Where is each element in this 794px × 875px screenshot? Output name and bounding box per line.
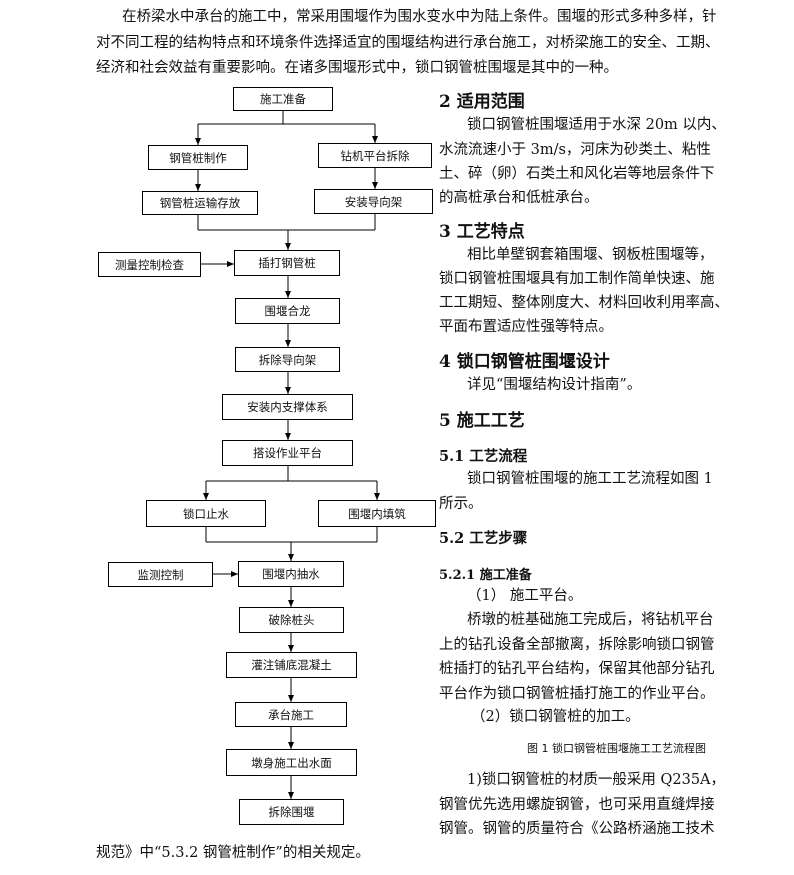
flow-step7-box: 破除桩头 bbox=[239, 607, 344, 633]
s51-line-2: 所示。 bbox=[439, 496, 483, 512]
intro-line-1: 在桥梁水中承台的施工中，常采用围堰作为围水变水中为陆上条件。围堰的形式多种多样，… bbox=[122, 9, 717, 25]
s2-line-4: 的高桩承台和低桩承台。 bbox=[439, 190, 599, 206]
after-line-3: 钢管。钢管的质量符合《公路桥涵施工技术 bbox=[439, 821, 715, 837]
section-5-2-1-title: 5.2.1 施工准备 bbox=[439, 568, 532, 583]
flow-right2-box: 安装导向架 bbox=[314, 189, 433, 214]
s3-line-4: 平面布置适应性强等特点。 bbox=[439, 319, 613, 335]
section-5-1-title: 5.1 工艺流程 bbox=[439, 448, 528, 465]
flow-step5-box: 搭设作业平台 bbox=[222, 440, 353, 466]
flow-left1-box: 钢管桩制作 bbox=[148, 145, 248, 170]
flow-step3-box: 拆除导向架 bbox=[235, 347, 340, 372]
after-line-2: 钢管优先选用螺旋钢管，也可采用直缝焊接 bbox=[439, 797, 715, 813]
flow-step10-box: 墩身施工出水面 bbox=[226, 749, 357, 776]
flow-step1-box: 插打钢管桩 bbox=[234, 250, 340, 276]
section-5-2-title: 5.2 工艺步骤 bbox=[439, 530, 528, 547]
flow-branch-right-box: 围堰内填筑 bbox=[318, 500, 436, 527]
flow-step9-box: 承台施工 bbox=[235, 702, 347, 727]
s521-line-2: 桥墩的桩基础施工完成后，将钻机平台 bbox=[467, 612, 714, 628]
figure-caption: 图 1 锁口钢管桩围堰施工工艺流程图 bbox=[527, 742, 706, 755]
flow-step8-box: 灌注铺底混凝土 bbox=[226, 652, 357, 678]
s521-line-3: 上的钻孔设备全部撤离，拆除影响锁口钢管 bbox=[439, 637, 715, 653]
s521-line-1: （1） 施工平台。 bbox=[467, 588, 583, 604]
after-line-1: 1)锁口钢管桩的材质一般采用 Q235A， bbox=[467, 772, 726, 788]
section-2-title: 2 适用范围 bbox=[439, 92, 525, 112]
flow-measure-box: 测量控制检查 bbox=[98, 252, 201, 277]
s2-line-3: 土、碎（卵）石类土和风化岩等地层条件下 bbox=[439, 166, 715, 182]
intro-line-3: 经济和社会效益有重要影响。在诸多围堰形式中，锁口钢管桩围堰是其中的一种。 bbox=[96, 60, 618, 76]
flow-step2-box: 围堰合龙 bbox=[235, 298, 340, 324]
s521-line-5: 平台作为锁口钢管桩插打施工的作业平台。 bbox=[439, 686, 715, 702]
flow-right1-box: 钻机平台拆除 bbox=[318, 143, 432, 168]
s521-line-6: （2）锁口钢管桩的加工。 bbox=[471, 709, 640, 725]
s2-line-2: 水流流速小于 3m/s，河床为砂类土、粘性 bbox=[439, 142, 711, 158]
flow-branch-left-box: 锁口止水 bbox=[146, 500, 266, 527]
flow-step4-box: 安装内支撑体系 bbox=[222, 394, 353, 420]
flow-start-box: 施工准备 bbox=[233, 87, 333, 111]
section-4-title: 4 锁口钢管桩围堰设计 bbox=[439, 352, 610, 372]
last-line: 规范》中“5.3.2 钢管桩制作”的相关规定。 bbox=[96, 845, 370, 861]
flow-step6-box: 围堰内抽水 bbox=[238, 561, 344, 587]
s51-line-1: 锁口钢管桩围堰的施工工艺流程如图 1 bbox=[467, 471, 713, 487]
intro-line-2: 对不同工程的结构特点和环境条件选择适宜的围堰结构进行承台施工，对桥梁施工的安全、… bbox=[96, 35, 720, 51]
section-5-title: 5 施工工艺 bbox=[439, 411, 525, 431]
s3-line-2: 锁口钢管桩围堰具有加工制作简单快速、施 bbox=[439, 271, 715, 287]
s3-line-1: 相比单壁钢套箱围堰、钢板桩围堰等， bbox=[467, 247, 714, 263]
section-3-title: 3 工艺特点 bbox=[439, 222, 525, 242]
flow-left2-box: 钢管桩运输存放 bbox=[142, 191, 258, 215]
s2-line-1: 锁口钢管桩围堰适用于水深 20m 以内、 bbox=[467, 117, 726, 133]
flow-step11-box: 拆除围堰 bbox=[239, 799, 344, 825]
flow-monitor-box: 监测控制 bbox=[108, 562, 213, 587]
s3-line-3: 工工期短、整体刚度大、材料回收利用率高、 bbox=[439, 295, 729, 311]
s521-line-4: 桩插打的钻孔平台结构，保留其他部分钻孔 bbox=[439, 661, 715, 677]
s4-line-1: 详见“围堰结构设计指南”。 bbox=[467, 377, 642, 393]
